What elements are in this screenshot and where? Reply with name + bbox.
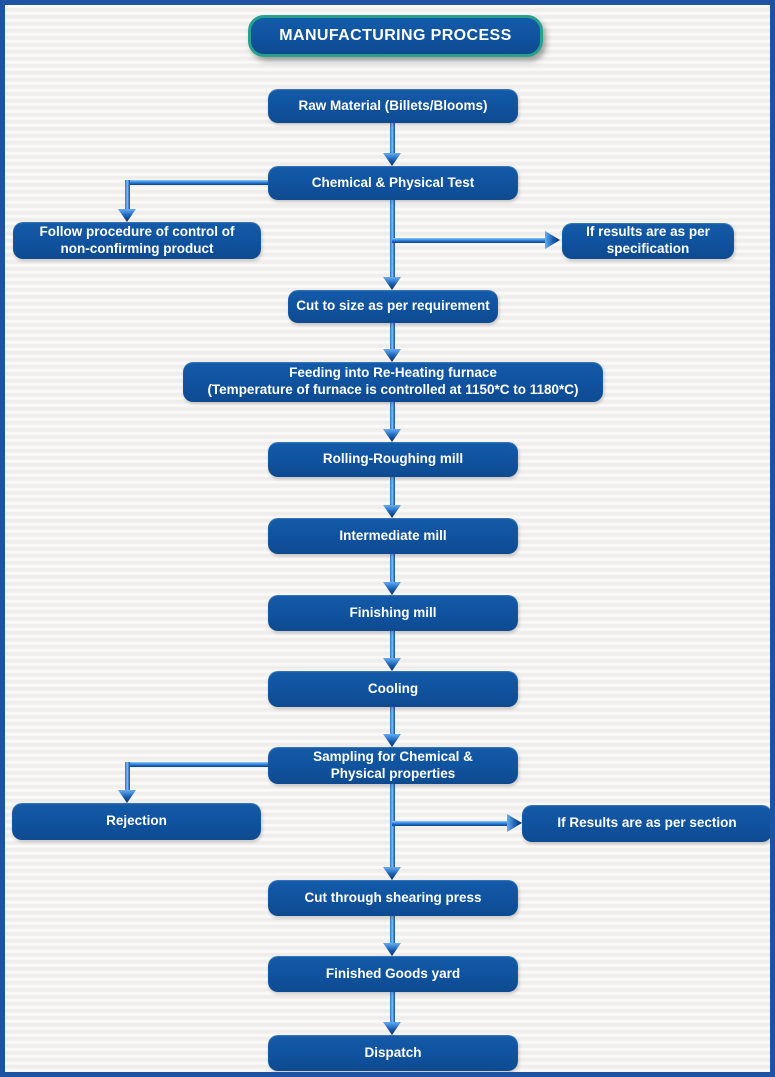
node-follow-procedure: Follow procedure of control of non-confi… xyxy=(13,222,261,259)
connector-chemtest-to-follow-procedure xyxy=(118,180,268,222)
diagram-title: MANUFACTURING PROCESS xyxy=(248,15,543,57)
connector-raw-to-chemtest xyxy=(383,123,401,166)
node-cut-to-size: Cut to size as per requirement xyxy=(288,290,498,323)
connector-finishing-to-cooling xyxy=(383,630,401,671)
connector-sampling-to-shearing xyxy=(383,784,401,880)
node-finishing-mill: Finishing mill xyxy=(268,595,518,631)
connector-furnace-to-rolling-mill xyxy=(383,402,401,442)
node-intermediate-mill: Intermediate mill xyxy=(268,518,518,554)
node-chemical-physical-test: Chemical & Physical Test xyxy=(268,166,518,200)
connector-finished-goods-to-dispatch xyxy=(383,992,401,1035)
node-cut-shearing-press: Cut through shearing press xyxy=(268,880,518,916)
node-sampling: Sampling for Chemical & Physical propert… xyxy=(268,747,518,784)
connector-cut-to-size-to-furnace xyxy=(383,323,401,362)
connector-rolling-to-intermediate xyxy=(383,476,401,518)
connector-sampling-to-rejection xyxy=(118,762,268,803)
node-raw-material: Raw Material (Billets/Blooms) xyxy=(268,89,518,123)
node-if-results-section: If Results are as per section xyxy=(522,805,770,842)
connector-chemtest-to-if-results-specification xyxy=(392,231,560,249)
node-feeding-furnace: Feeding into Re-Heating furnace (Tempera… xyxy=(183,362,603,402)
node-dispatch: Dispatch xyxy=(268,1035,518,1071)
node-rolling-roughing-mill: Rolling-Roughing mill xyxy=(268,442,518,477)
connector-cooling-to-sampling xyxy=(383,706,401,747)
node-finished-goods-yard: Finished Goods yard xyxy=(268,956,518,992)
connector-sampling-to-if-results-section xyxy=(392,814,522,832)
node-rejection: Rejection xyxy=(12,803,261,840)
connector-intermediate-to-finishing xyxy=(383,554,401,595)
connector-chemtest-to-cut-to-size xyxy=(383,200,401,290)
node-if-results-specification: If results are as per specification xyxy=(562,223,734,259)
connector-shearing-to-finished-goods xyxy=(383,916,401,956)
node-cooling: Cooling xyxy=(268,671,518,707)
